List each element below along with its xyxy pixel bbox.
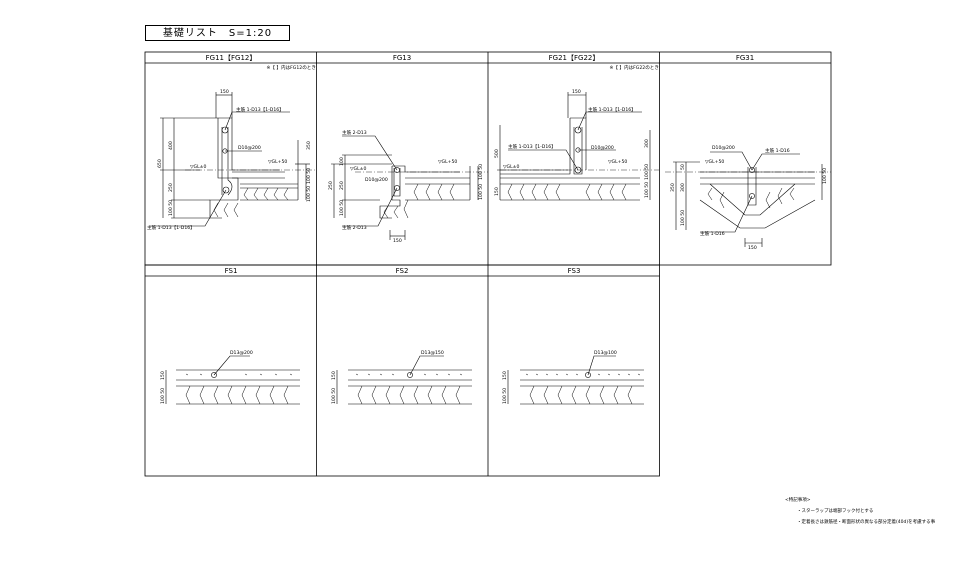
fg21-labels: 主筋 1-D13【1-D16】 主筋 1-D13【1-D16】 D10@200 …: [494, 89, 650, 198]
fg13-dim-250: 250: [328, 181, 334, 190]
fs3-rebar-label: D13@100: [594, 350, 617, 356]
fg13-dim-100-50b: 100 50: [478, 164, 484, 180]
fg11-dim-400: 400: [168, 141, 174, 150]
fg31-stirrup-label: D10@200: [712, 145, 735, 151]
fg31-dim-150: 150: [748, 245, 757, 251]
fs2-dim-150: 150: [331, 371, 337, 380]
section-fs2: [336, 355, 472, 405]
fg13-dim-150: 150: [393, 238, 402, 244]
fg11-note: ※【 】内はFG12のとき: [266, 64, 316, 71]
fg21-dim-500: 500: [494, 149, 500, 158]
fs1-dim-100-50: 100 50: [160, 388, 166, 404]
section-fg11: ※【 】内はFG12のとき: [150, 64, 316, 227]
fg21-dim-150: 150: [572, 89, 581, 95]
fg13-main-top-label: 主筋 2-D13: [342, 129, 367, 136]
fg21-note: ※【 】内はFG22のとき: [609, 64, 659, 71]
section-fs3: [507, 355, 644, 405]
fg21-dim-300: 300: [644, 139, 650, 148]
fg11-main-bottom-label: 主筋 1-D13【1-D16】: [147, 224, 195, 231]
fg11-gl50-label: ▽GL+50: [268, 159, 287, 165]
fg31-labels: D10@200 主筋 1-D16 ▽GL+50 主筋 1-D16 350 50 …: [670, 145, 828, 251]
fg13-dim-100-50: 100 50: [339, 200, 345, 216]
special-notes: <特記事項> ・スターラップは端部フック付とする ・定着長さは鉄筋径・断面形状の…: [785, 495, 935, 528]
panel-title-fg13: FG13: [393, 54, 411, 62]
section-fg21: ※【 】内はFG22のとき: [497, 64, 659, 201]
panel-title-fg11: FG11【FG12】: [206, 54, 257, 62]
fg13-dim-250b: 250: [339, 181, 345, 190]
notes-item: ・スターラップは端部フック付とする: [797, 509, 874, 514]
table-frame: [144, 51, 832, 477]
fg31-dim-300: 300: [680, 183, 686, 192]
sheet-title: 基礎リスト S=1:20: [145, 25, 290, 41]
panel-title-fs3: FS3: [568, 267, 581, 275]
fs2-rebar-label: D13@150: [421, 350, 444, 356]
fg21-gl50-label: ▽GL+50: [608, 159, 627, 165]
fs3-dim-100-50: 100 50: [502, 388, 508, 404]
panel-title-fs1: FS1: [225, 267, 238, 275]
fg11-main-top-label: 主筋 1-D13【1-D16】: [236, 106, 284, 113]
fg11-stirrup-label: D10@200: [238, 145, 261, 151]
fs1-dim-150: 150: [160, 371, 166, 380]
fg13-gl50-label: ▽GL+50: [438, 159, 457, 165]
fg21-main-top-label: 主筋 1-D13【1-D16】: [588, 106, 636, 113]
notes-item: ・定着長さは鉄筋径・断面形状の異なる部分定着(40d)を考慮する事: [797, 520, 936, 525]
fg31-main-top-label: 主筋 1-D16: [765, 147, 790, 154]
section-fg13: [331, 135, 488, 240]
fg21-dim-150b: 150: [494, 187, 500, 196]
fg31-dim-100-50b: 100 50: [822, 168, 828, 184]
fg13-dim-100-50c: 100 50: [478, 184, 484, 200]
fg31-dim-50: 50: [680, 164, 686, 170]
fg11-dim-100-50c: 100 50: [306, 186, 312, 202]
panel-title-fg21: FG21【FG22】: [549, 54, 600, 62]
fg11-labels: 主筋 1-D13【1-D16】 D10@200 ▽GL±0 ▽GL+50 主筋 …: [147, 89, 312, 231]
fg21-gl0-label: ▽GL±0: [503, 164, 520, 170]
fg13-main-bottom-label: 主筋 2-D13: [342, 224, 367, 231]
fs3-dim-150: 150: [502, 371, 508, 380]
fg13-gl0-label: ▽GL±0: [350, 166, 367, 172]
section-fg31: [665, 151, 831, 247]
section-fs1: [165, 355, 300, 405]
panel-title-fs2: FS2: [396, 267, 409, 275]
fg11-gl0-label: ▽GL±0: [190, 164, 207, 170]
panel-title-fg31: FG31: [736, 54, 754, 62]
fg11-dim-150: 150: [220, 89, 229, 95]
fg11-dim-100-50: 100 50: [168, 200, 174, 216]
fg13-labels: 主筋 2-D13 ▽GL±0 ▽GL+50 D10@200 主筋 2-D13 2…: [328, 129, 484, 244]
fg11-dim-350: 350: [306, 141, 312, 150]
fg21-main-bottom-label: 主筋 1-D13【1-D16】: [508, 143, 556, 150]
fg13-dim-100: 100: [339, 157, 345, 166]
fg11-dim-650: 650: [157, 159, 163, 168]
notes-heading: <特記事項>: [785, 498, 811, 503]
fs2-dim-100-50: 100 50: [331, 388, 337, 404]
fg21-stirrup-label: D10@200: [591, 145, 614, 151]
fg31-main-bottom-label: 主筋 1-D16: [700, 230, 725, 237]
fg21-dim-100-50: 100 50: [644, 164, 650, 180]
fg13-stirrup-label: D10@200: [365, 177, 388, 183]
fg31-gl50-label: ▽GL+50: [705, 159, 724, 165]
fg11-dim-250: 250: [168, 183, 174, 192]
fg21-dim-100-50b: 100 50: [644, 182, 650, 198]
fg11-dim-100-50b: 100 50: [306, 168, 312, 184]
fg31-dim-350: 350: [670, 183, 676, 192]
fg31-dim-100-50: 100 50: [680, 210, 686, 226]
fs1-rebar-label: D13@200: [230, 350, 253, 356]
